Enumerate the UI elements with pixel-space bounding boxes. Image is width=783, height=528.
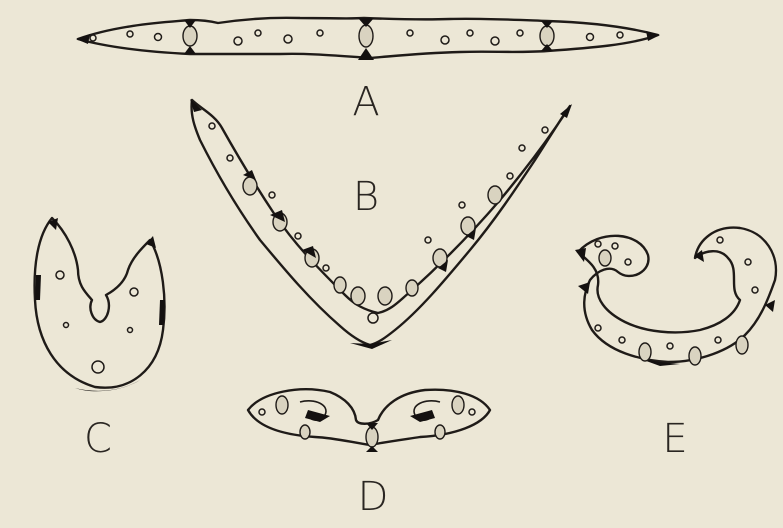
label-c: C <box>84 416 112 462</box>
section-c <box>35 218 165 391</box>
label-d: D <box>358 474 389 520</box>
label-e: E <box>662 416 687 462</box>
section-b <box>190 99 572 349</box>
section-e <box>575 228 776 366</box>
section-a <box>76 18 660 60</box>
section-d <box>248 389 490 452</box>
label-a: A <box>352 79 379 125</box>
label-b: B <box>353 174 379 220</box>
